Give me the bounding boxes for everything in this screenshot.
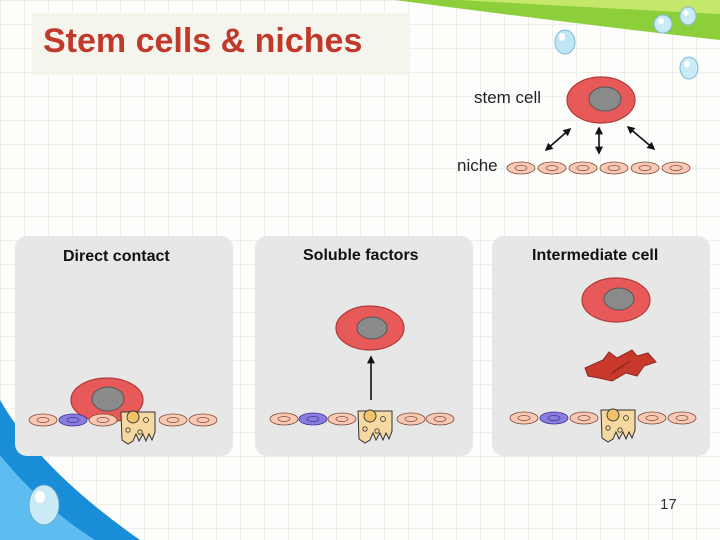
niche-cell bbox=[661, 161, 691, 175]
niche-cell bbox=[537, 161, 567, 175]
panel-title-soluble-factors: Soluble factors bbox=[303, 247, 419, 264]
niche-cell bbox=[568, 161, 598, 175]
niche-cell-alt bbox=[539, 411, 569, 425]
top-green-swoosh bbox=[395, 0, 720, 40]
stem-cell-nucleus bbox=[356, 316, 388, 340]
niche-cell bbox=[667, 411, 697, 425]
niche-cell bbox=[509, 411, 539, 425]
niche-cell bbox=[630, 161, 660, 175]
slide-title: Stem cells & niches bbox=[43, 22, 363, 60]
panel-3-cells bbox=[509, 277, 697, 443]
niche-cell bbox=[599, 161, 629, 175]
niche-cell bbox=[327, 412, 357, 426]
droplet-highlight bbox=[684, 60, 690, 68]
droplet-highlight bbox=[683, 10, 689, 16]
droplet-highlight bbox=[559, 33, 565, 41]
niche-label: niche bbox=[457, 156, 498, 175]
title-box bbox=[32, 13, 410, 75]
niche-cell bbox=[425, 412, 455, 426]
niche-cell bbox=[396, 412, 426, 426]
droplet-highlight bbox=[658, 18, 664, 24]
niche-cell bbox=[269, 412, 299, 426]
panel-2-cells bbox=[269, 305, 455, 444]
top-light-green-swoosh bbox=[460, 0, 720, 14]
double-arrow-left bbox=[544, 127, 572, 152]
panel-1-cells bbox=[28, 377, 218, 445]
bottom-light-blue-swoosh bbox=[0, 455, 95, 540]
panel-title-direct-contact: Direct contact bbox=[63, 248, 170, 265]
stem-cell-label: stem cell bbox=[474, 88, 542, 107]
stem-cell-nucleus bbox=[91, 386, 125, 412]
niche-cell-alt bbox=[298, 412, 328, 426]
niche-cell bbox=[188, 413, 218, 427]
double-arrow-right bbox=[626, 125, 656, 151]
stem-cell-nucleus bbox=[603, 287, 635, 311]
niche-cell bbox=[158, 413, 188, 427]
niche-cell bbox=[28, 413, 58, 427]
droplet-highlight bbox=[35, 491, 45, 503]
panel-title-intermediate-cell: Intermediate cell bbox=[532, 247, 659, 264]
niche-cell-row bbox=[506, 161, 691, 175]
niche-cell bbox=[506, 161, 536, 175]
niche-cell bbox=[637, 411, 667, 425]
niche-cell-alt bbox=[58, 413, 88, 427]
niche-cell bbox=[88, 413, 118, 427]
page-number: 17 bbox=[660, 496, 677, 513]
intermediate-cell bbox=[584, 349, 657, 382]
stem-cell-nucleus bbox=[588, 86, 622, 112]
niche-cell bbox=[569, 411, 599, 425]
